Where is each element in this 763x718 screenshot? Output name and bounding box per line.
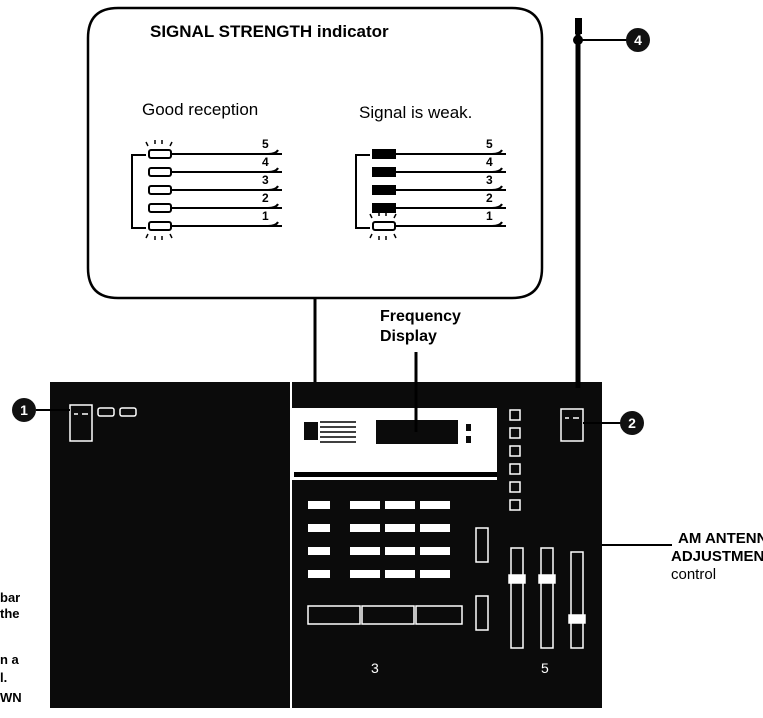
weak-level-1: 1 [486, 209, 493, 223]
good-level-3: 3 [262, 173, 269, 187]
frequency-label-line2: Display [380, 328, 437, 345]
left-panel-switches [69, 404, 137, 442]
callout-1-badge: 1 [12, 398, 36, 422]
button-group-number-3: 3 [371, 660, 379, 676]
button-group-number-5: 5 [541, 660, 549, 676]
frequency-label-line1: Frequency [380, 308, 461, 325]
weak-level-3: 3 [486, 173, 493, 187]
weak-level-5: 5 [486, 137, 493, 151]
keypad [308, 501, 450, 578]
cut-text-5: WN [0, 690, 22, 705]
signal-strength-title: SIGNAL STRENGTH indicator [150, 22, 389, 41]
slider-controls [508, 547, 586, 649]
good-level-5: 5 [262, 137, 269, 151]
cut-text-2: the [0, 606, 20, 621]
weak-level-2: 2 [486, 191, 493, 205]
weak-signal-label: Signal is weak. [359, 103, 473, 122]
good-level-2: 2 [262, 191, 269, 205]
callout-2-badge: 2 [620, 411, 644, 435]
keypad-lower-keys [307, 527, 489, 631]
good-level-1: 1 [262, 209, 269, 223]
cut-text-4: l. [0, 670, 8, 685]
good-level-4: 4 [262, 155, 269, 169]
good-reception-label: Good reception [142, 100, 259, 119]
good-reception-meter [131, 140, 282, 240]
right-panel-switch [560, 408, 584, 442]
cut-text-3: n a [0, 652, 19, 667]
am-antenna-label-line3: control [671, 566, 717, 583]
callout-4-badge: 4 [626, 28, 650, 52]
display-area [292, 408, 497, 480]
telescopic-antenna [573, 18, 628, 388]
side-button-column [509, 409, 521, 511]
weak-signal-meter [355, 149, 506, 240]
cut-text-1: bar [0, 590, 21, 605]
weak-level-4: 4 [486, 155, 493, 169]
radio-left-panel [50, 382, 290, 708]
am-antenna-label-line2: ADJUSTMENT [671, 548, 763, 565]
